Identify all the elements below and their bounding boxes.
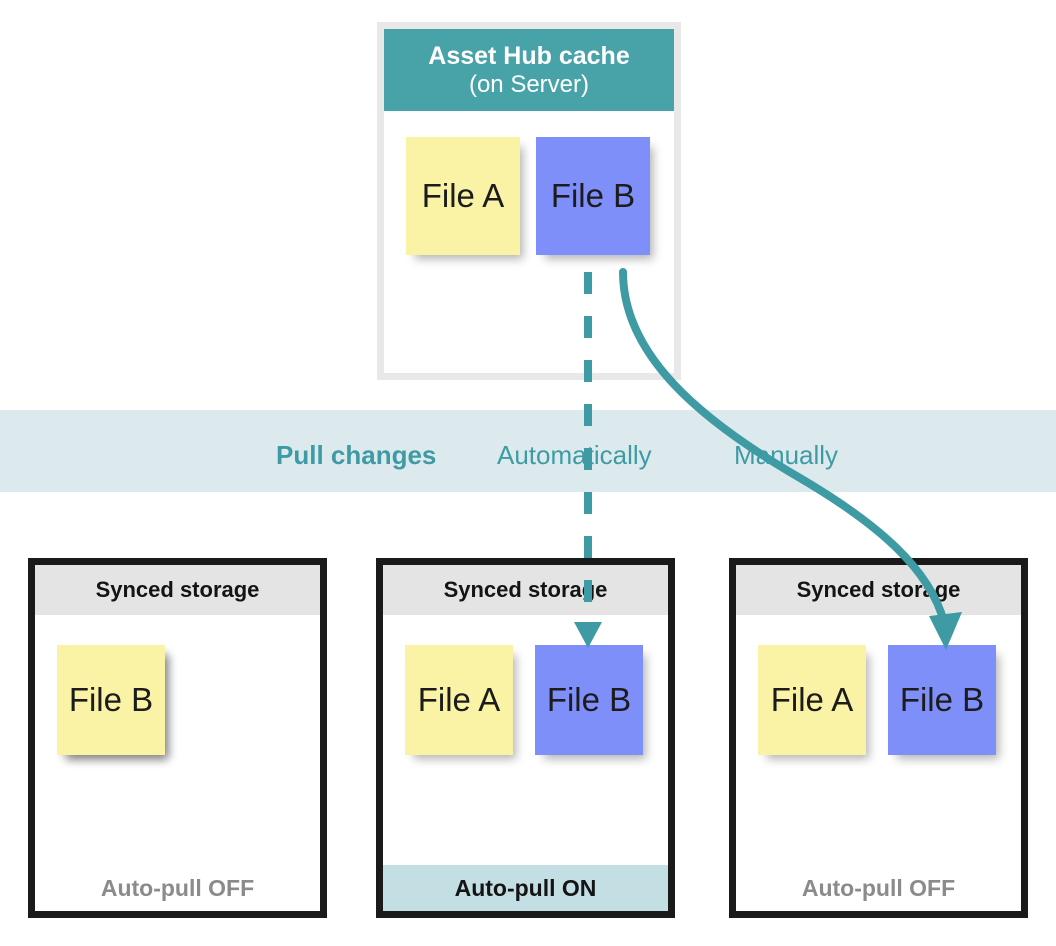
synced-storage-left-body: File A File B <box>35 615 320 865</box>
storage-left-auto-pull-status: Auto-pull OFF <box>35 865 320 911</box>
cache-file-a-note: File A <box>406 137 520 255</box>
synced-storage-left: Synced storage File A File B Auto-pull O… <box>28 558 327 918</box>
storage-middle-auto-pull-status: Auto-pull ON <box>383 865 668 911</box>
storage-middle-file-a-note: File A <box>405 645 513 755</box>
automatically-label: Automatically <box>497 439 652 470</box>
asset-hub-cache-title: Asset Hub cache <box>428 41 630 70</box>
synced-storage-right: Synced storage File A File B Auto-pull O… <box>729 558 1028 918</box>
cache-file-b-note: File B <box>536 137 650 255</box>
synced-storage-left-header: Synced storage <box>35 565 320 615</box>
manually-label: Manually <box>734 439 839 470</box>
synced-storage-middle: Synced storage File A File B Auto-pull O… <box>376 558 675 918</box>
synced-storage-right-header: Synced storage <box>736 565 1021 615</box>
pull-changes-label: Pull changes <box>276 439 437 470</box>
storage-middle-file-b-note: File B <box>535 645 643 755</box>
asset-hub-cache-body: File A File B <box>384 111 674 373</box>
storage-right-auto-pull-status: Auto-pull OFF <box>736 865 1021 911</box>
synced-storage-middle-header: Synced storage <box>383 565 668 615</box>
synced-storage-right-body: File A File B <box>736 615 1021 865</box>
storage-right-file-a-note: File A <box>758 645 866 755</box>
storage-left-file-b-note: File B <box>57 645 165 755</box>
asset-hub-cache-subtitle: (on Server) <box>468 70 590 98</box>
asset-hub-cache-box: Asset Hub cache (on Server) File A File … <box>377 22 681 380</box>
synced-storage-middle-body: File A File B <box>383 615 668 865</box>
asset-hub-cache-header: Asset Hub cache (on Server) <box>384 29 674 111</box>
storage-right-file-b-note: File B <box>888 645 996 755</box>
